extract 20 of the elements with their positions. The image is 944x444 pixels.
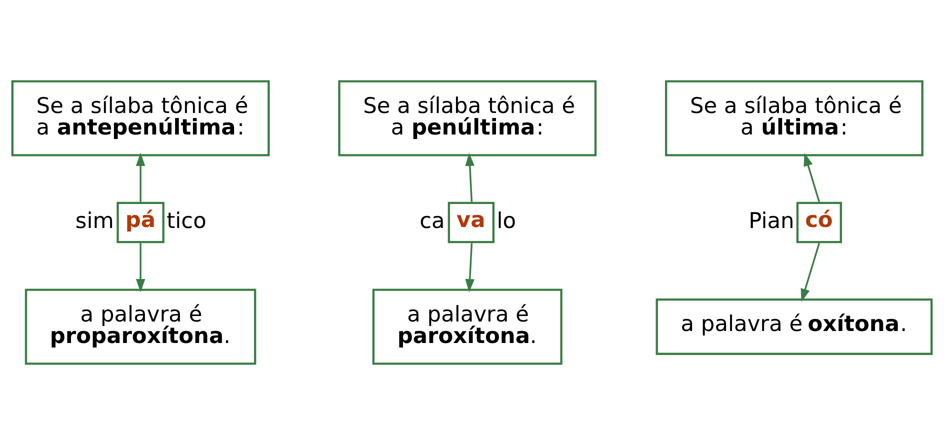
node-box: Se a sílaba tônica é a última: xyxy=(665,80,924,156)
node-box: Se a sílaba tônica é a penúltima: xyxy=(338,80,597,156)
node-box: a palavra é proparoxítona. xyxy=(24,288,256,364)
arrow xyxy=(804,152,820,202)
node-box: có xyxy=(796,201,842,243)
node-label: Pian xyxy=(748,208,794,234)
node-box: Se a sílaba tônica é a antepenúltima: xyxy=(11,80,270,156)
node-box: pá xyxy=(116,201,164,243)
node-label: sim xyxy=(75,208,114,234)
arrow xyxy=(136,242,146,292)
node-box: a palavra é oxítona. xyxy=(656,298,933,354)
arrow xyxy=(136,152,146,202)
node-box: va xyxy=(448,201,495,243)
arrow xyxy=(800,242,820,302)
node-box: a palavra é paroxítona. xyxy=(372,288,562,364)
node-label: tico xyxy=(166,208,206,234)
arrow xyxy=(465,242,474,292)
node-label: ca xyxy=(420,208,445,234)
arrow xyxy=(465,152,474,202)
node-label: lo xyxy=(496,208,516,234)
